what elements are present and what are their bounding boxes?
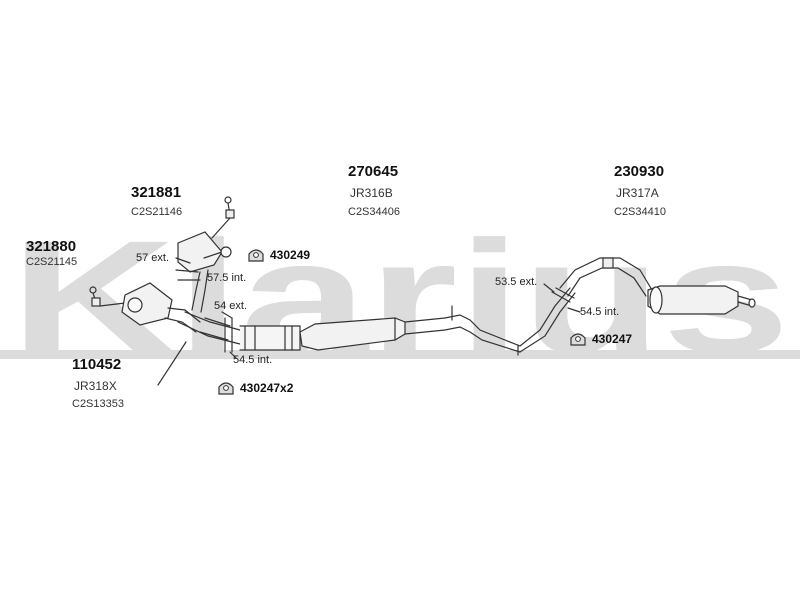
part-code-270645: JR316B	[350, 186, 393, 200]
catalytic-converter-321880	[121, 282, 201, 333]
part-ref-270645: C2S34406	[348, 206, 400, 218]
part-number-321880[interactable]: 321880	[26, 238, 77, 255]
dimension-54-5-int-left: 54.5 int.	[233, 354, 273, 366]
catalytic-converter-321881	[177, 231, 232, 313]
mounting-number-430247: 430247	[592, 332, 633, 346]
part-number-110452[interactable]: 110452	[72, 356, 122, 373]
part-ref-321881: C2S21146	[131, 206, 183, 218]
center-silencer-270645	[299, 287, 576, 356]
dimension-57-ext: 57 ext.	[136, 252, 170, 264]
dimension-57-5-int: 57.5 int.	[207, 272, 247, 284]
part-ref-230930: C2S34410	[614, 206, 666, 218]
mounting-430247[interactable]: 430247	[568, 331, 632, 347]
front-pipe-110452	[157, 311, 301, 386]
mounting-430249[interactable]: 430249	[246, 247, 310, 263]
rubber-mount-icon	[570, 333, 586, 346]
part-ref-321880: C2S21145	[26, 256, 78, 268]
part-number-230930[interactable]: 230930	[614, 163, 665, 180]
part-number-321881[interactable]: 321881	[131, 184, 182, 201]
part-code-230930: JR317A	[616, 186, 659, 200]
part-number-270645[interactable]: 270645	[348, 163, 399, 180]
part-code-110452: JR318X	[74, 379, 117, 393]
dimension-53-5-ext: 53.5 ext.	[495, 276, 538, 288]
part-ref-110452: C2S13353	[72, 398, 124, 410]
mounting-430247x2[interactable]: 430247x2	[216, 380, 293, 396]
rear-silencer-230930	[559, 257, 756, 315]
dimension-54-5-int-right: 54.5 int.	[580, 306, 620, 318]
rubber-mount-icon	[248, 249, 264, 262]
mounting-number-430247x2: 430247x2	[240, 381, 294, 395]
mounting-number-430249: 430249	[270, 248, 311, 262]
lambda-sensor-top	[211, 196, 235, 239]
lambda-sensor-left	[89, 286, 126, 307]
rubber-mount-icon	[218, 382, 234, 395]
dimension-54-ext: 54 ext.	[214, 300, 248, 312]
